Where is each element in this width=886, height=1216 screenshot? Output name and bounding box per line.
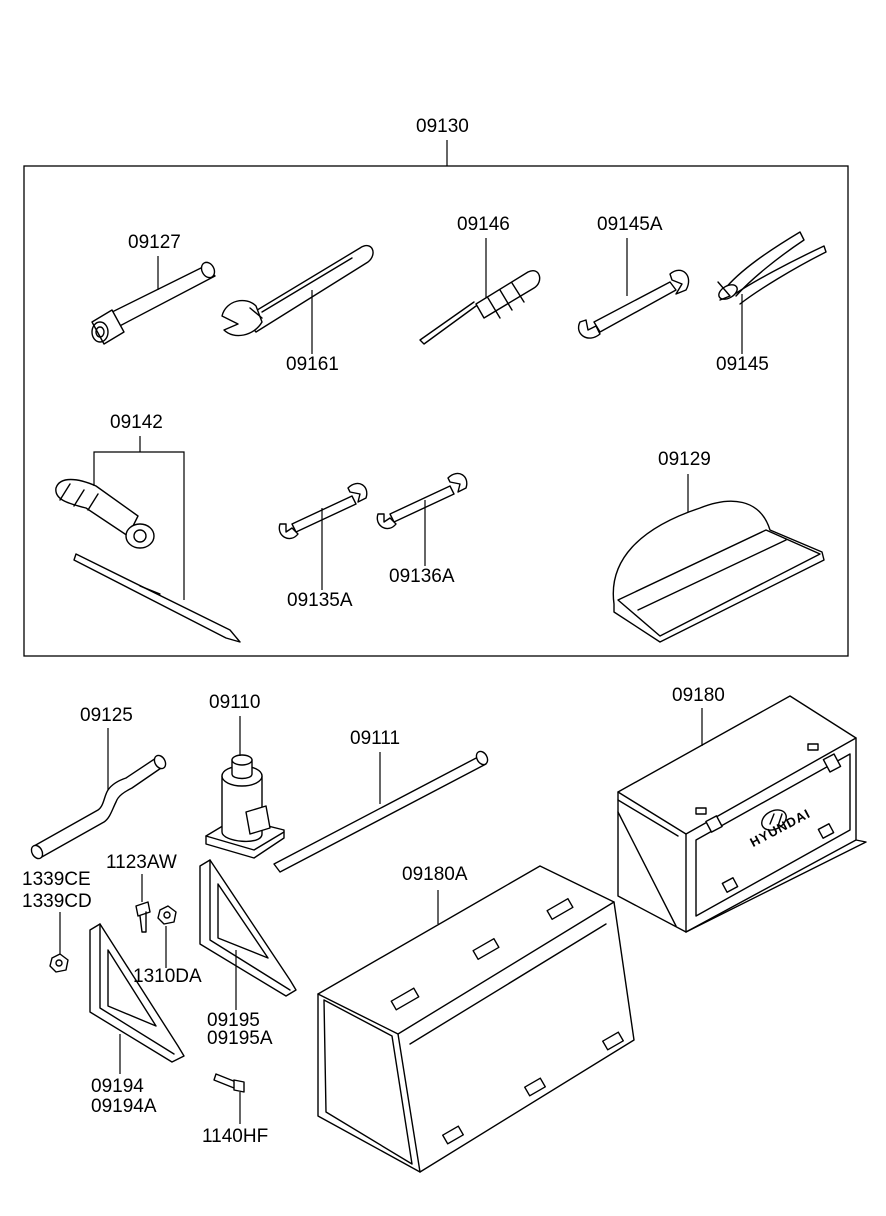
- adjustable-wrench[interactable]: [221, 244, 374, 337]
- label-09110[interactable]: 09110: [209, 692, 261, 713]
- label-09195A[interactable]: 09195A: [207, 1028, 273, 1049]
- label-09195[interactable]: 09195: [207, 1010, 260, 1031]
- tool-box-09180[interactable]: [617, 695, 867, 933]
- label-1140HF[interactable]: 1140HF: [202, 1126, 269, 1147]
- bracket-09194[interactable]: [89, 923, 185, 1063]
- label-09145A[interactable]: 09145A: [597, 214, 663, 235]
- bottle-jack[interactable]: [205, 754, 285, 859]
- socket-extension-bar[interactable]: [91, 260, 217, 345]
- open-end-wrench-large[interactable]: [577, 269, 690, 339]
- nut-1339CE[interactable]: [49, 953, 69, 973]
- nut-1310DA[interactable]: [157, 905, 177, 925]
- bolt-1123AW[interactable]: [135, 901, 151, 933]
- label-09111[interactable]: 09111: [350, 728, 401, 749]
- label-09194[interactable]: 09194: [91, 1076, 144, 1097]
- jack-handle-bar[interactable]: [273, 749, 490, 873]
- label-09125[interactable]: 09125: [80, 705, 133, 726]
- label-1310DA[interactable]: 1310DA: [133, 966, 202, 987]
- hyundai-logo-icon: [761, 809, 787, 831]
- label-09194A[interactable]: 09194A: [91, 1096, 157, 1117]
- label-09127[interactable]: 09127: [128, 232, 181, 253]
- label-09136A[interactable]: 09136A: [389, 566, 455, 587]
- tool-bag[interactable]: [612, 500, 825, 643]
- tool-kit-frame: [23, 165, 849, 657]
- open-end-wrench-09135A[interactable]: [278, 482, 368, 540]
- label-1339CE[interactable]: 1339CE: [22, 869, 91, 890]
- label-09146[interactable]: 09146: [457, 214, 510, 235]
- label-09180A[interactable]: 09180A: [402, 864, 468, 885]
- label-09142[interactable]: 09142: [110, 412, 163, 433]
- bolt-1140HF[interactable]: [213, 1073, 245, 1093]
- tool-box-09180A[interactable]: [317, 865, 635, 1173]
- screwdriver[interactable]: [419, 270, 541, 345]
- label-09161[interactable]: 09161: [286, 354, 339, 375]
- pliers[interactable]: [716, 231, 827, 305]
- wheel-wrench[interactable]: [29, 753, 168, 860]
- leader-09142: [93, 451, 185, 600]
- label-09180[interactable]: 09180: [672, 685, 725, 706]
- label-1339CD[interactable]: 1339CD: [22, 891, 92, 912]
- label-09135A[interactable]: 09135A: [287, 590, 353, 611]
- label-09129[interactable]: 09129: [658, 449, 711, 470]
- bracket-09195[interactable]: [199, 859, 297, 997]
- label-09130[interactable]: 09130: [416, 116, 469, 137]
- label-1123AW[interactable]: 1123AW: [106, 852, 177, 873]
- open-end-wrench-09136A[interactable]: [376, 472, 468, 530]
- screwdriver-handle[interactable]: [55, 478, 155, 549]
- screwdriver-shaft[interactable]: [73, 553, 241, 643]
- label-09145[interactable]: 09145: [716, 354, 769, 375]
